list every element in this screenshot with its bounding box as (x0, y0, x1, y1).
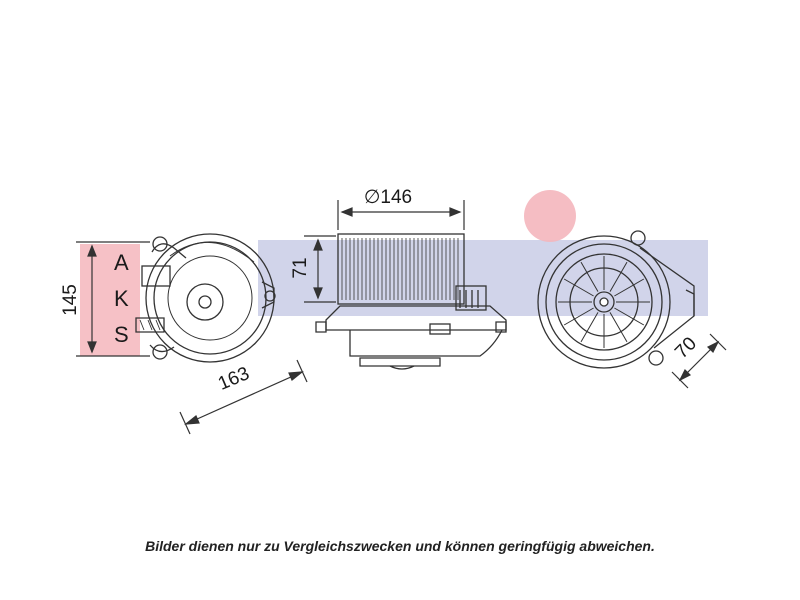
dimension-label-diameter: ∅146 (364, 187, 412, 208)
dimension-label-wheel-height: 71 (290, 257, 311, 278)
watermark-red-bar (80, 244, 140, 356)
dimension-height (76, 241, 150, 357)
watermark-letter: A (114, 250, 129, 275)
watermark-letter: S (114, 322, 129, 347)
dimension-label-length: 163 (215, 363, 252, 395)
side-view-blower (315, 233, 507, 370)
rear-view-fan (537, 230, 695, 369)
dimension-label-depth: 70 (671, 333, 701, 363)
watermark-red-dot (524, 190, 576, 242)
dimension-wheel-height (304, 235, 336, 303)
disclaimer-caption: Bilder dienen nur zu Vergleichszwecken u… (145, 538, 655, 554)
front-view-motor (135, 233, 276, 363)
dimension-depth (671, 333, 727, 389)
watermark-letter: K (114, 286, 129, 311)
brand-watermark: A K S (80, 190, 708, 356)
dimension-length (179, 359, 308, 435)
dimension-label-height: 145 (60, 284, 81, 316)
watermark-blue-block (258, 240, 708, 316)
dimension-diameter (337, 200, 465, 230)
